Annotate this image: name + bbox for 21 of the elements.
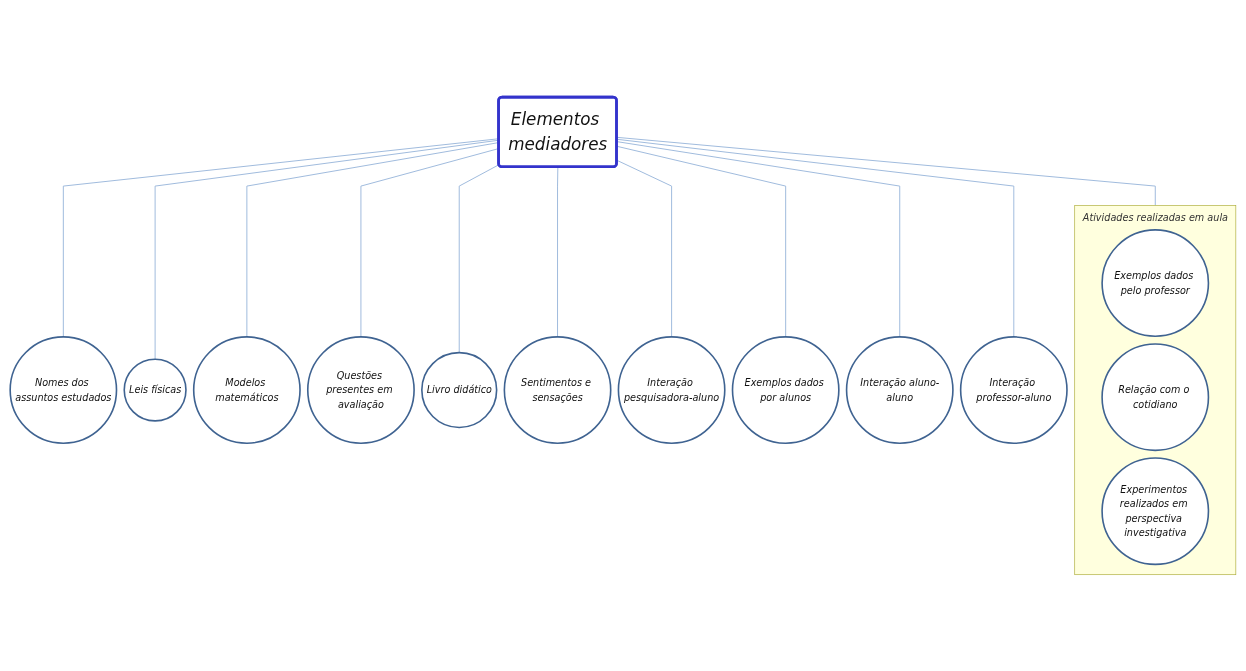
node-circle: Interação pesquisadora-aluno xyxy=(617,335,726,444)
node-circle: Leis físicas xyxy=(123,357,187,422)
connector xyxy=(616,159,673,337)
node-circle: Interação professor-aluno xyxy=(959,335,1068,444)
node-circle: Modelos matemáticos xyxy=(192,335,301,444)
node-circle: Experimentos realizados em perspectiva investigativa xyxy=(1101,456,1210,565)
connector xyxy=(557,166,559,337)
connector xyxy=(458,163,500,353)
node-circle: Sentimentos e sensações xyxy=(503,335,612,444)
node-circle: Exemplos dados por alunos xyxy=(731,335,840,444)
connector xyxy=(616,145,787,337)
node-circle: Relação com o cotidiano xyxy=(1101,342,1210,451)
node-circle: Nomes dos assuntos estudados xyxy=(9,335,118,444)
connector xyxy=(616,138,1015,337)
node-circle: Questões presentes em avaliação xyxy=(306,335,415,444)
node-circle: Livro didático xyxy=(421,351,498,428)
node-circle: Interação aluno-aluno xyxy=(845,335,954,444)
connector xyxy=(616,136,1156,206)
connector xyxy=(616,140,901,337)
connector xyxy=(154,139,500,360)
node-circle: Exemplos dados pelo professor xyxy=(1101,228,1210,337)
